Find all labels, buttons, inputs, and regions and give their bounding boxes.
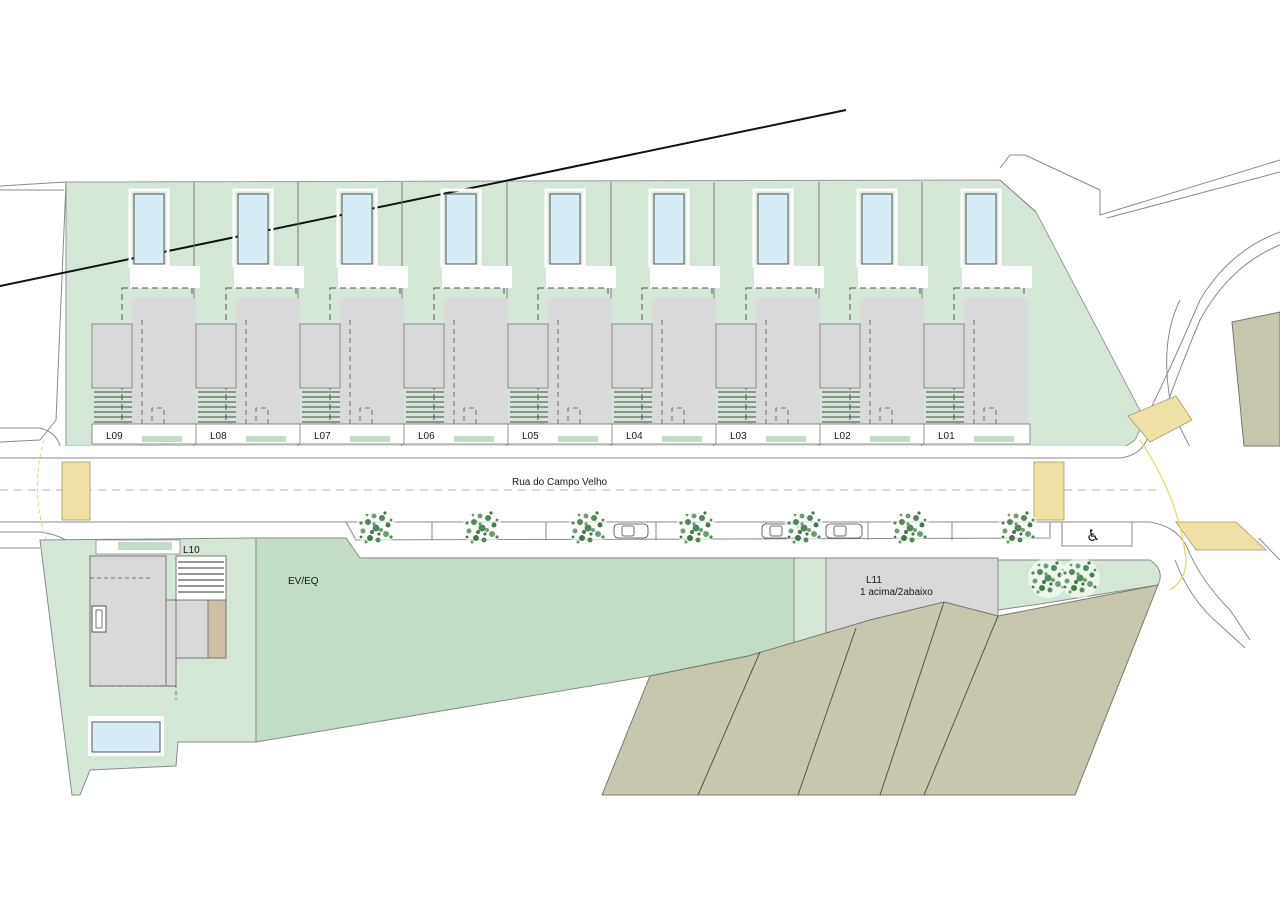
tree-icon xyxy=(568,508,608,548)
north-lot-row: L09 L08 L07 L06 L05 L04 L03 L02 L01 xyxy=(90,182,1034,446)
ev-eq-label: EV/EQ xyxy=(288,576,319,587)
tree-icon xyxy=(356,508,396,548)
tree-icon xyxy=(998,508,1038,548)
street-name-label: Rua do Campo Velho xyxy=(512,477,608,488)
neighbor-building xyxy=(1231,311,1280,447)
lot-label-L02: L02 xyxy=(834,431,851,442)
lot-label-L06: L06 xyxy=(418,431,435,442)
crosswalk-northeast xyxy=(1127,395,1193,443)
crosswalk-west xyxy=(61,461,91,521)
tree-icon xyxy=(784,508,824,548)
crosswalk-southeast xyxy=(1175,521,1268,551)
lot-label-L10: L10 xyxy=(183,545,200,556)
wheelchair-icon: ♿ xyxy=(1086,526,1100,545)
lot-label-L05: L05 xyxy=(522,431,539,442)
lot-label-L09: L09 xyxy=(106,431,123,442)
lot-label-L07: L07 xyxy=(314,431,331,442)
south-area: ♿ L10 xyxy=(39,521,1161,796)
lot-label-L08: L08 xyxy=(210,431,227,442)
crosswalk-east xyxy=(1033,461,1065,521)
car-icon xyxy=(613,523,649,539)
tree-icon xyxy=(890,508,930,548)
lot-label-L01: L01 xyxy=(938,431,955,442)
tree-icon xyxy=(462,508,502,548)
accessible-parking-bay xyxy=(1061,521,1133,547)
lot-L10-pool xyxy=(91,721,161,753)
lot-label-L11: L11 xyxy=(866,575,882,586)
lot-label-L04: L04 xyxy=(626,431,643,442)
lot-L11-note: 1 acima/2abaixo xyxy=(860,587,933,598)
tree-icon xyxy=(676,508,716,548)
tree-icon xyxy=(1060,558,1100,598)
lot-label-L03: L03 xyxy=(730,431,747,442)
car-icon xyxy=(825,523,863,539)
